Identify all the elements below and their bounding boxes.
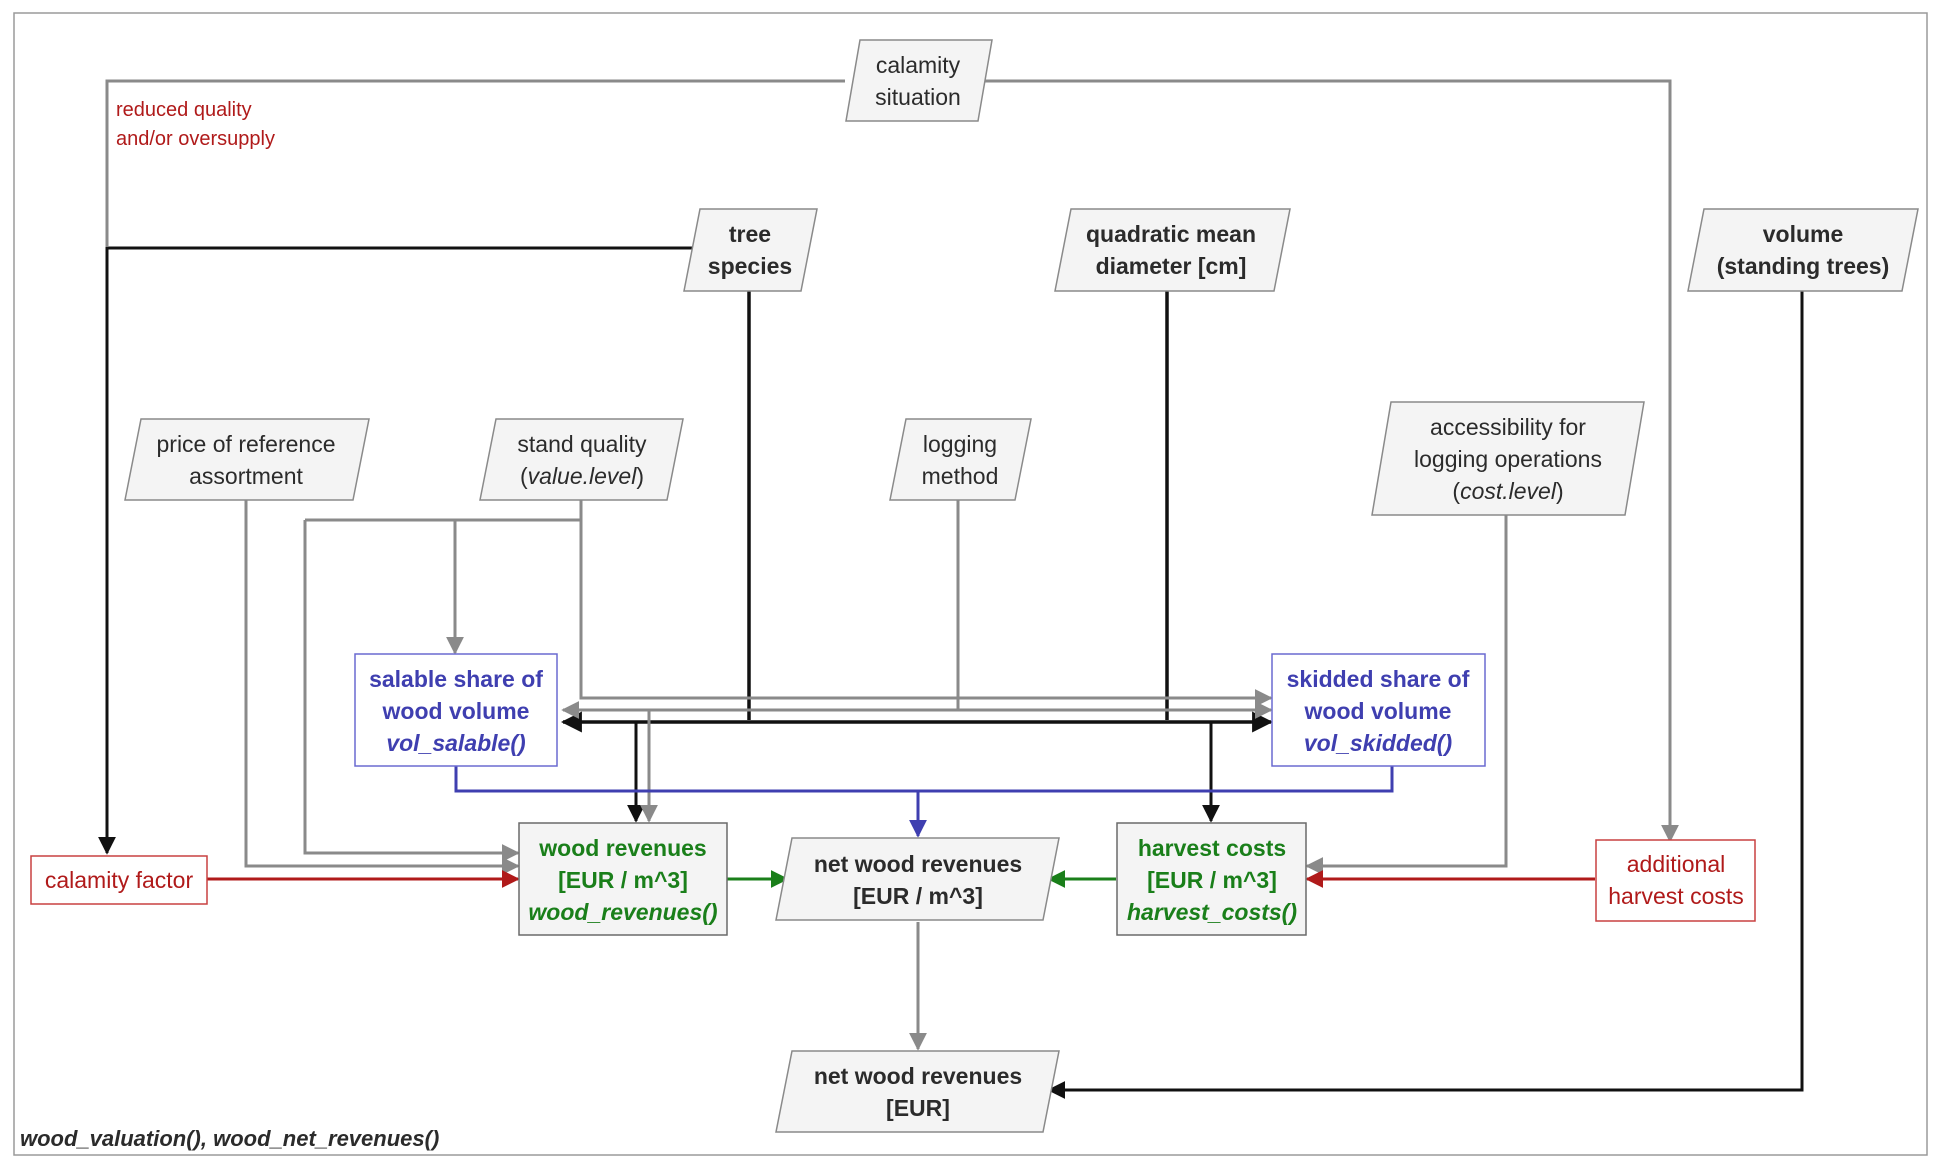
edge-quality-skidded	[579, 500, 1273, 707]
logging-line1: logging	[923, 431, 997, 457]
wood-rev-line2: [EUR / m^3]	[558, 867, 688, 893]
net-eur-line1: net wood revenues	[814, 1063, 1022, 1089]
annotation-line2: and/or oversupply	[116, 128, 275, 150]
price-line2: assortment	[189, 463, 303, 489]
net-m3-line1: net wood revenues	[814, 851, 1022, 877]
node-net-revenues-eur: net wood revenues [EUR]	[775, 1050, 1060, 1133]
access-line1: accessibility for	[1430, 414, 1586, 440]
salable-line2: wood volume	[382, 698, 530, 724]
node-additional-harvest-costs: additional harvest costs	[1595, 839, 1756, 922]
salable-line3: vol_salable()	[386, 730, 525, 756]
wood-rev-line3: wood_revenues()	[528, 899, 717, 925]
species-line1: tree	[729, 221, 771, 247]
connectors	[98, 79, 1804, 1099]
node-stand-quality: stand quality (value.level)	[479, 418, 684, 501]
harvest-line3: harvest_costs()	[1127, 899, 1297, 925]
node-net-revenues-m3: net wood revenues [EUR / m^3]	[775, 837, 1060, 921]
qmd-line1: quadratic mean	[1086, 221, 1256, 247]
footer-functions: wood_valuation(), wood_net_revenues()	[20, 1126, 439, 1151]
price-line1: price of reference	[157, 431, 336, 457]
outer-frame	[13, 12, 1928, 1156]
edge-quality-wood-revenues	[303, 520, 520, 862]
edge-calamity-left	[105, 79, 845, 246]
edge-access-harvest	[1305, 515, 1508, 875]
edge-calamity-right	[978, 79, 1679, 843]
quality-line2: (value.level)	[520, 463, 644, 489]
node-calamity-situation: calamity situation	[845, 39, 993, 122]
volume-line2: (standing trees)	[1717, 253, 1890, 279]
quality-line1: stand quality	[517, 431, 647, 457]
skidded-line2: wood volume	[1304, 698, 1452, 724]
annotation-line1: reduced quality	[116, 99, 252, 121]
additional-line2: harvest costs	[1608, 883, 1744, 909]
node-harvest-costs: harvest costs [EUR / m^3] harvest_costs(…	[1116, 822, 1307, 936]
salable-line1: salable share of	[369, 666, 543, 692]
net-m3-line2: [EUR / m^3]	[853, 883, 983, 909]
node-skidded-share: skidded share of wood volume vol_skidded…	[1271, 653, 1486, 767]
access-line3: (cost.level)	[1452, 478, 1563, 504]
node-volume: volume (standing trees)	[1687, 208, 1919, 292]
node-tree-species: tree species	[683, 208, 818, 292]
node-wood-revenues: wood revenues [EUR / m^3] wood_revenues(…	[518, 822, 728, 936]
calamity-line1: calamity	[876, 52, 961, 78]
volume-line1: volume	[1763, 221, 1844, 247]
skidded-line1: skidded share of	[1287, 666, 1470, 692]
skidded-line3: vol_skidded()	[1304, 730, 1452, 756]
edge-volume-net-eur	[1047, 291, 1804, 1099]
node-price-reference: price of reference assortment	[124, 418, 370, 501]
edge-price-wood-revenues	[244, 500, 520, 875]
logging-line2: method	[922, 463, 999, 489]
node-quadratic-mean-diameter: quadratic mean diameter [cm]	[1054, 208, 1291, 292]
edge-shares-bus	[454, 766, 1394, 793]
qmd-line2: diameter [cm]	[1096, 253, 1247, 279]
species-line2: species	[708, 253, 792, 279]
additional-line1: additional	[1627, 851, 1725, 877]
net-eur-line2: [EUR]	[886, 1095, 950, 1121]
calamity-factor-label: calamity factor	[45, 867, 194, 893]
wood-rev-line1: wood revenues	[538, 835, 706, 861]
edge-species-calamity	[98, 246, 692, 855]
node-calamity-factor: calamity factor	[30, 855, 208, 905]
calamity-line2: situation	[875, 84, 961, 110]
node-accessibility: accessibility for logging operations (co…	[1371, 401, 1645, 516]
access-line2: logging operations	[1414, 446, 1602, 472]
node-salable-share: salable share of wood volume vol_salable…	[354, 653, 558, 767]
node-logging-method: logging method	[889, 418, 1032, 501]
harvest-line2: [EUR / m^3]	[1147, 867, 1277, 893]
harvest-line1: harvest costs	[1138, 835, 1286, 861]
